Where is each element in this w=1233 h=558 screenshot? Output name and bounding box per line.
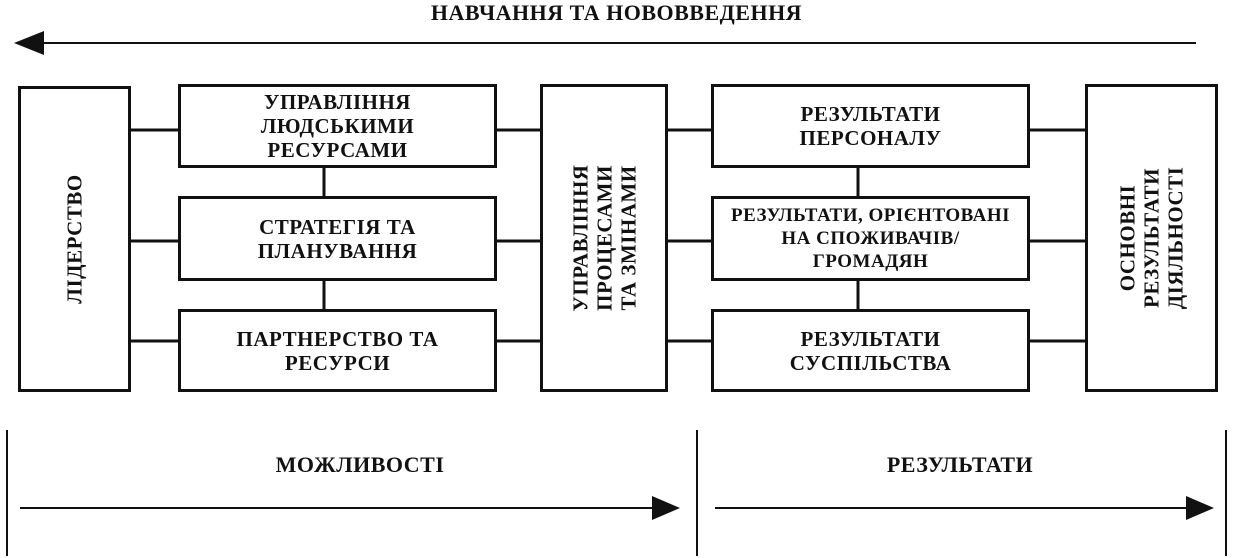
key-performance-results-box: ОСНОВНІ РЕЗУЛЬТАТИ ДІЯЛЬНОСТІ	[1085, 84, 1218, 392]
top-arrow-head	[14, 31, 44, 55]
enablers-heading: МОЖЛИВОСТІ	[275, 452, 445, 477]
key-performance-results-label: ОСНОВНІ РЕЗУЛЬТАТИ ДІЯЛЬНОСТІ	[1115, 166, 1188, 310]
leadership-box: ЛІДЕРСТВО	[18, 86, 131, 392]
enablers-arrow-head	[652, 496, 680, 520]
people-management-box: УПРАВЛІННЯ ЛЮДСЬКИМИ РЕСУРСАМИ	[178, 84, 497, 168]
partnership-resources-label: ПАРТНЕРСТВО ТА РЕСУРСИ	[236, 326, 439, 375]
leadership-label: ЛІДЕРСТВО	[62, 174, 87, 304]
results-heading: РЕЗУЛЬТАТИ	[886, 452, 1034, 477]
customer-results-label: РЕЗУЛЬТАТИ, ОРІЄНТОВАНІ НА СПОЖИВАЧІВ/ Г…	[730, 205, 1011, 272]
people-management-label: УПРАВЛІННЯ ЛЮДСЬКИМИ РЕСУРСАМИ	[260, 90, 415, 162]
strategy-planning-label: СТРАТЕГІЯ ТА ПЛАНУВАННЯ	[257, 214, 418, 263]
results-arrow-head	[1186, 496, 1214, 520]
customer-results-box: РЕЗУЛЬТАТИ, ОРІЄНТОВАНІ НА СПОЖИВАЧІВ/ Г…	[711, 196, 1030, 281]
partnership-resources-box: ПАРТНЕРСТВО ТА РЕСУРСИ	[178, 309, 497, 392]
top-arrow-label: НАВЧАННЯ ТА НОВОВВЕДЕННЯ	[430, 0, 803, 25]
society-results-label: РЕЗУЛЬТАТИ СУСПІЛЬСТВА	[789, 326, 952, 375]
people-results-box: РЕЗУЛЬТАТИ ПЕРСОНАЛУ	[711, 84, 1030, 168]
people-results-label: РЕЗУЛЬТАТИ ПЕРСОНАЛУ	[799, 102, 942, 150]
process-change-management-label: УПРАВЛІННЯ ПРОЦЕСАМИ ТА ЗМІНАМИ	[568, 164, 641, 312]
process-change-management-box: УПРАВЛІННЯ ПРОЦЕСАМИ ТА ЗМІНАМИ	[540, 84, 668, 392]
society-results-box: РЕЗУЛЬТАТИ СУСПІЛЬСТВА	[711, 309, 1030, 392]
strategy-planning-box: СТРАТЕГІЯ ТА ПЛАНУВАННЯ	[178, 196, 497, 281]
